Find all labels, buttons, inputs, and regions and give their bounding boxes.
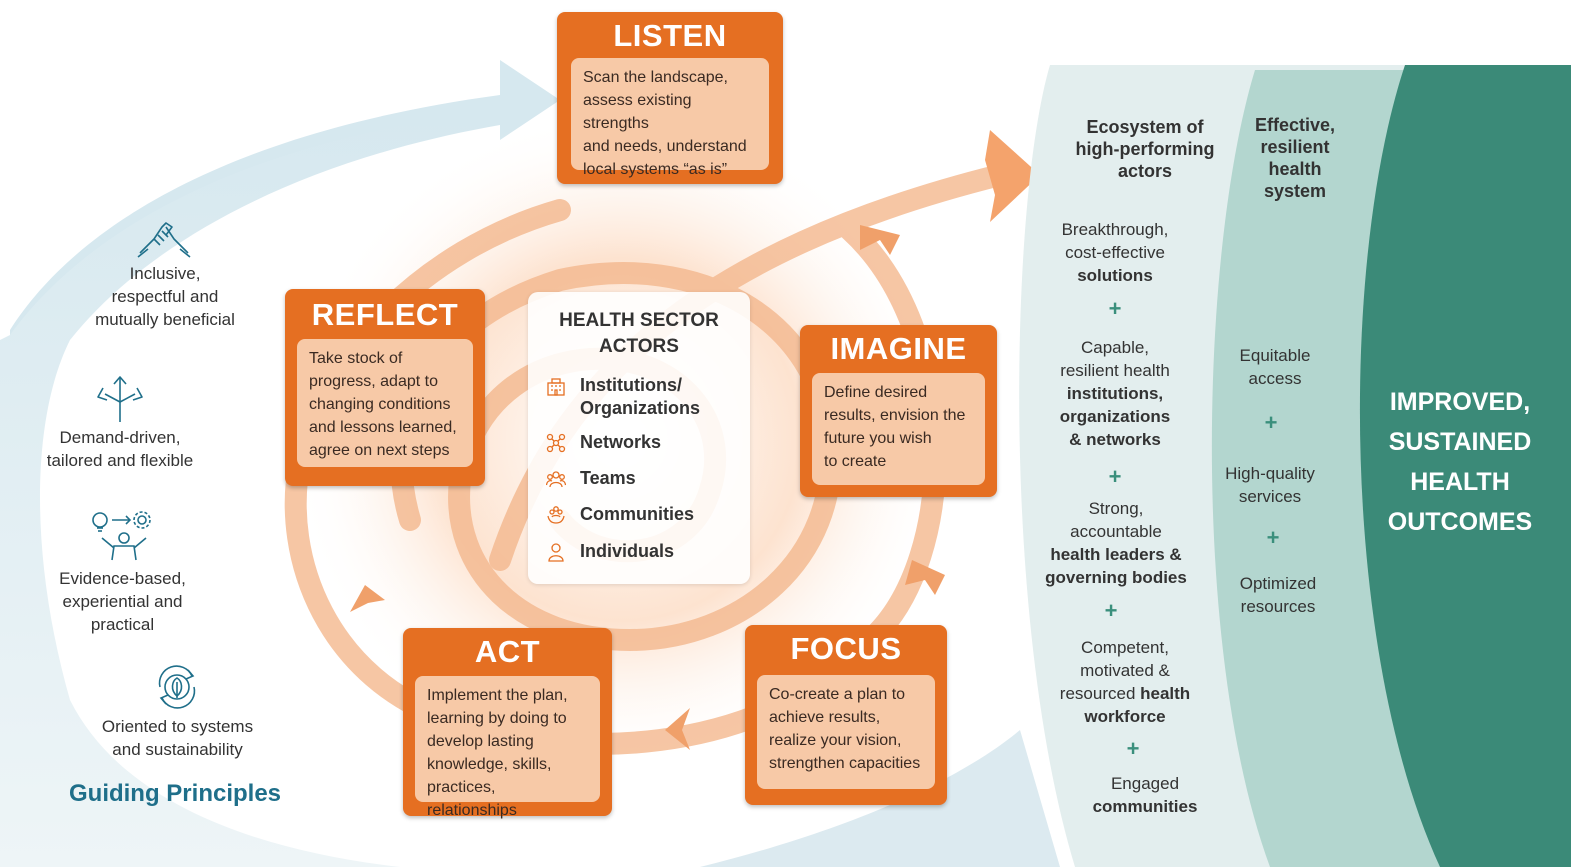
blue-sweep-fill xyxy=(0,110,500,867)
stage-description: Define desired results, envision the fut… xyxy=(812,373,985,485)
plus-sign: + xyxy=(1108,296,1122,321)
stage-imagine: IMAGINE Define desired results, envision… xyxy=(800,325,997,497)
stage-title: REFLECT xyxy=(311,297,459,332)
column-dark xyxy=(1359,65,1571,867)
stage-reflect: REFLECT Take stock of progress, adapt to… xyxy=(285,289,485,486)
principle-systems: Oriented to systems and sustainability xyxy=(101,717,254,759)
stage-description: Implement the plan, learning by doing to… xyxy=(415,676,600,819)
building-icon xyxy=(547,378,565,396)
stage-description: Co-create a plan to achieve results, rea… xyxy=(757,675,935,789)
plus-sign: + xyxy=(1108,464,1122,489)
principle-evidence-based: Evidence-based, experiential and practic… xyxy=(59,569,186,634)
actors-title: HEALTH SECTOR ACTORS xyxy=(559,310,719,357)
outcome-label: IMPROVED, SUSTAINED HEALTH OUTCOMES xyxy=(1387,388,1533,536)
stage-focus: FOCUS Co-create a plan to achieve result… xyxy=(745,625,947,805)
plus-sign: + xyxy=(1264,410,1278,435)
plus-sign: + xyxy=(1126,736,1140,761)
stage-title: LISTEN xyxy=(613,18,727,53)
stage-act: ACT Implement the plan, learning by doin… xyxy=(403,628,612,819)
stage-description: Scan the landscape, assess existing stre… xyxy=(571,58,769,178)
chevron-1 xyxy=(860,225,900,255)
blue-sweep-bottom xyxy=(700,730,1060,867)
plus-sign: + xyxy=(1266,525,1280,550)
team-icon xyxy=(546,471,566,488)
ecosystem-item-workforce: Competent, motivated & resourced health … xyxy=(1059,638,1191,726)
chevron-3 xyxy=(665,708,690,750)
person-icon xyxy=(548,543,564,562)
community-icon xyxy=(547,506,565,524)
recycle-leaf-icon xyxy=(158,665,196,709)
health-sector-actors-panel: HEALTH SECTOR ACTORS Institutions/ Organ… xyxy=(528,292,750,584)
health-system-heading: Effective, resilient health system xyxy=(1254,115,1336,201)
handshake-icon xyxy=(137,222,191,258)
principle-inclusive: Inclusive, respectful and mutually benef… xyxy=(95,264,235,329)
ecosystem-item-solutions: Breakthrough, cost-effective solutions xyxy=(1061,220,1169,285)
ecosystem-item-communities: Engaged communities xyxy=(1092,774,1198,816)
stage-title: ACT xyxy=(474,634,541,669)
stage-listen: LISTEN Scan the landscape, assess existi… xyxy=(557,12,783,184)
health-system-item-services: High-quality services xyxy=(1225,464,1315,506)
health-system-item-resources: Optimized resources xyxy=(1239,574,1317,616)
principle-demand-driven: Demand-driven, tailored and flexible xyxy=(46,428,194,470)
chevron-4 xyxy=(350,585,385,612)
health-system-item-access: Equitable access xyxy=(1239,346,1311,388)
outward-arrow-head xyxy=(985,130,1040,222)
ecosystem-heading: Ecosystem of high-performing actors xyxy=(1075,117,1215,181)
guiding-principles-heading: Guiding Principles xyxy=(68,780,282,807)
ecosystem-item-leaders: Strong, accountable health leaders & gov… xyxy=(1045,499,1187,587)
stage-title: IMAGINE xyxy=(830,331,967,366)
branching-arrows-icon xyxy=(97,376,143,422)
network-icon xyxy=(546,433,566,453)
stage-description: Take stock of progress, adapt to changin… xyxy=(297,339,473,467)
ecosystem-item-institutions: Capable, resilient health institutions, … xyxy=(1059,338,1171,449)
idea-to-gear-icon xyxy=(92,511,151,561)
chevron-2 xyxy=(905,560,945,595)
plus-sign: + xyxy=(1104,598,1118,623)
stage-title: FOCUS xyxy=(790,631,902,666)
